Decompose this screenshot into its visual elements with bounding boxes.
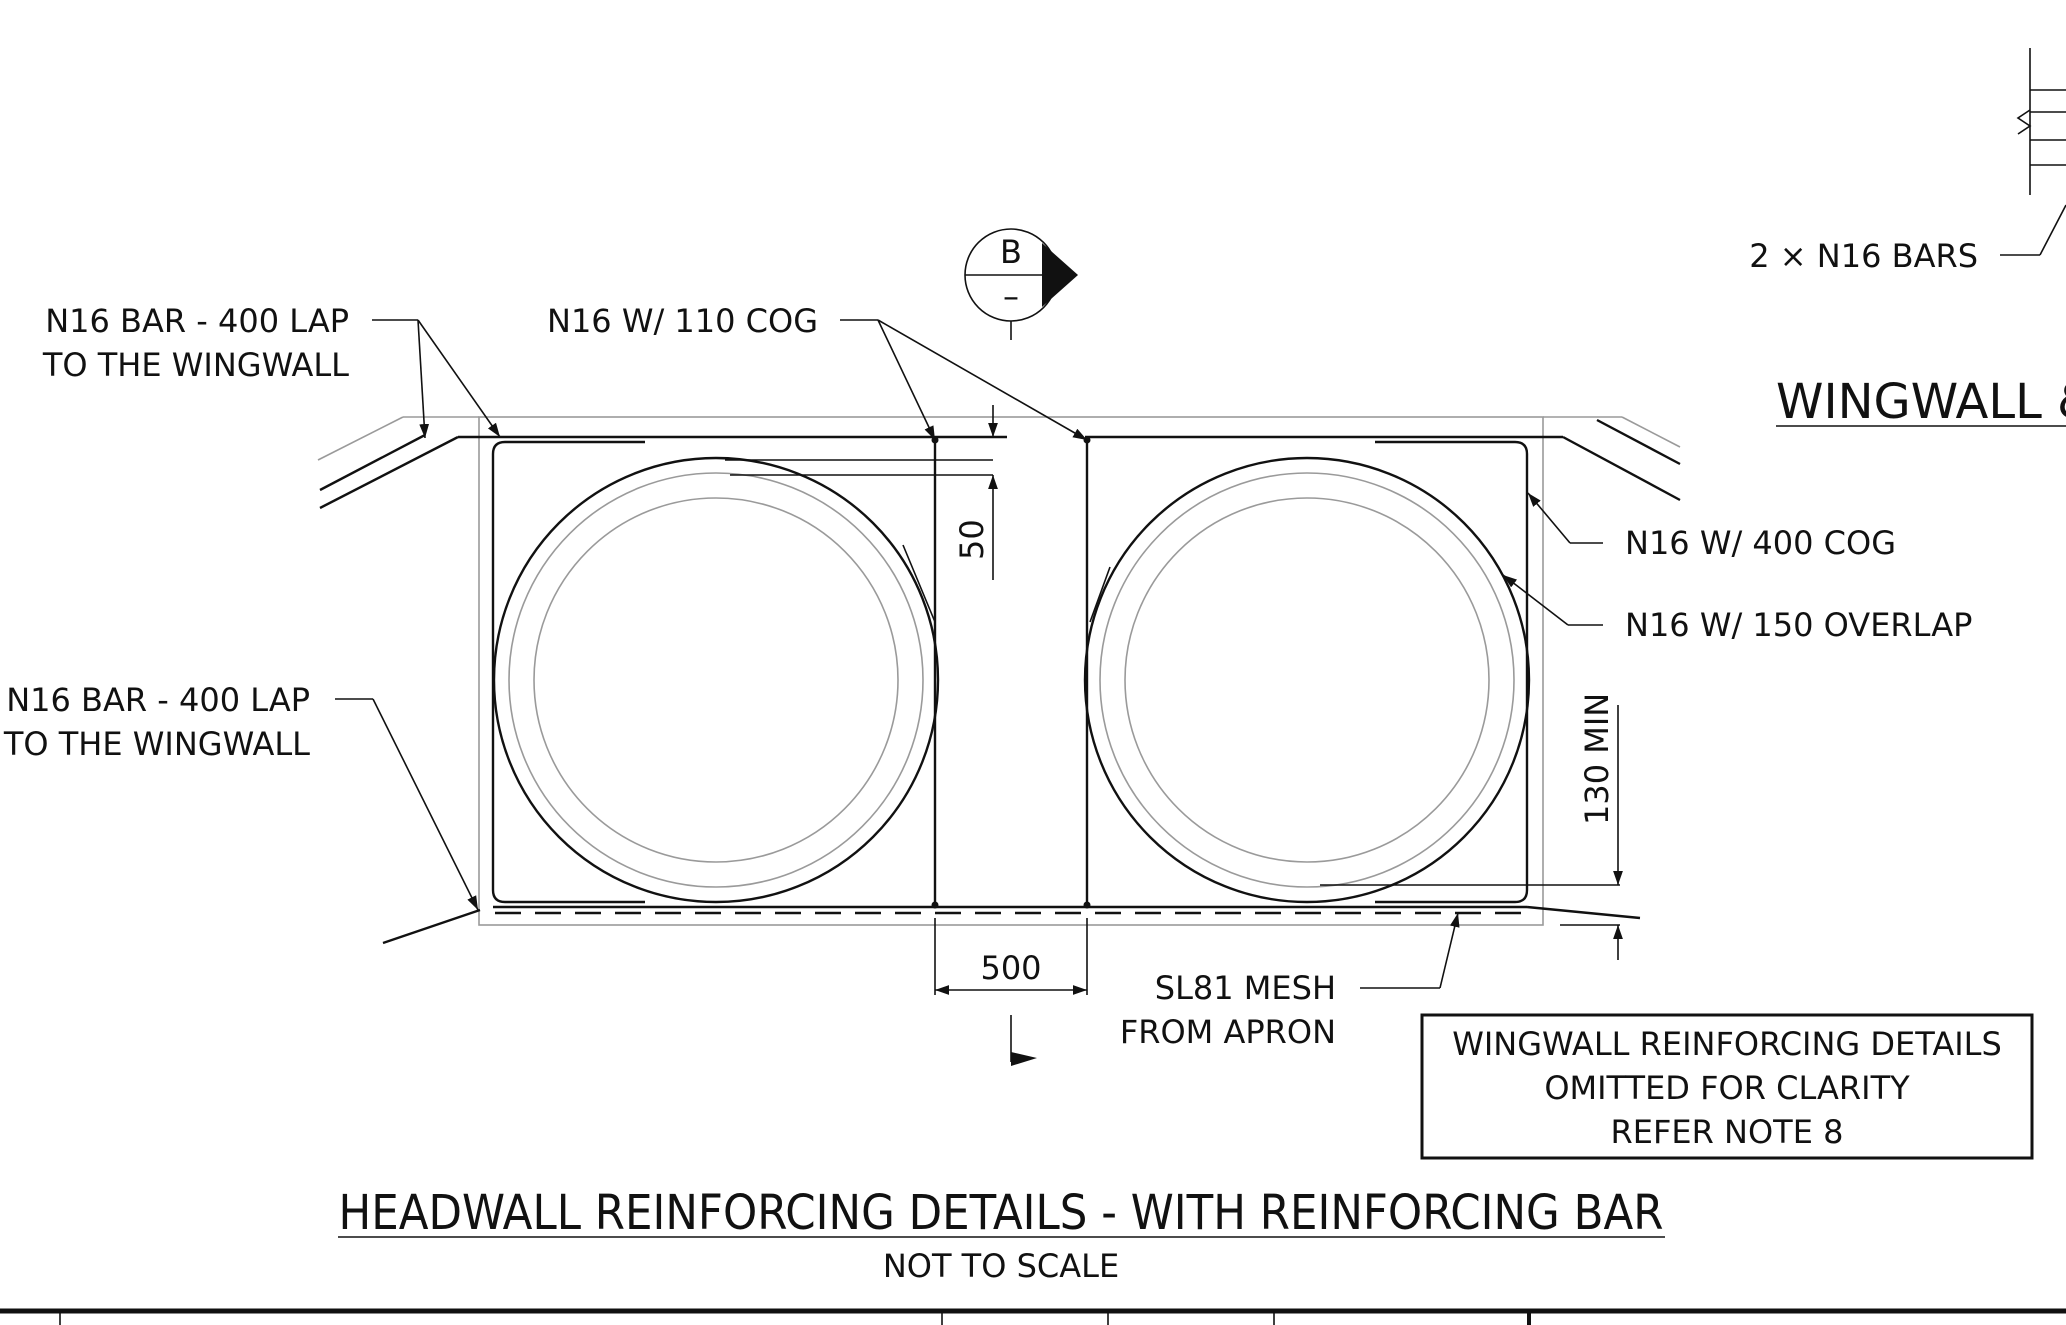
- label-sl81-mesh-line1: SL81 MESH: [1155, 969, 1336, 1007]
- dimension-50: 50: [725, 405, 998, 580]
- pipe-right: [1083, 456, 1531, 904]
- dimension-50-text: 50: [953, 519, 991, 560]
- wingwall-left-lines: [319, 433, 1007, 945]
- dimension-500: 500: [934, 918, 1088, 995]
- note-box-line1: WINGWALL REINFORCING DETAILS: [1452, 1025, 2002, 1063]
- label-n16-bar-lap-bottom-line2: TO THE WINGWALL: [3, 725, 310, 763]
- partial-title-right-text: WINGWALL &: [1776, 374, 2066, 430]
- label-n16-bar-lap-top-line2: TO THE WINGWALL: [42, 346, 349, 384]
- section-marker-sheet: –: [1003, 277, 1019, 315]
- partial-title-right: WINGWALL &: [1776, 374, 2066, 430]
- note-box-line3: REFER NOTE 8: [1611, 1113, 1844, 1151]
- drawing-title: HEADWALL REINFORCING DETAILS - WITH REIN…: [338, 1185, 1665, 1285]
- label-n16-bar-lap-top: N16 BAR - 400 LAP TO THE WINGWALL: [42, 302, 501, 439]
- label-n16-bar-lap-bottom: N16 BAR - 400 LAP TO THE WINGWALL: [3, 681, 479, 911]
- section-cut-arrow-bottom: [1010, 1015, 1037, 1066]
- concrete-outline: [317, 416, 1681, 926]
- section-marker-b: B –: [964, 228, 1078, 340]
- dimension-500-text: 500: [980, 949, 1041, 987]
- dimension-130-min: 130 MIN: [1320, 693, 1623, 960]
- pipe-left: [492, 456, 940, 904]
- note-box-line2: OMITTED FOR CLARITY: [1544, 1069, 1910, 1107]
- label-n16-bar-lap-top-line1: N16 BAR - 400 LAP: [45, 302, 349, 340]
- dimension-130-min-text: 130 MIN: [1578, 693, 1616, 825]
- label-n16-150-overlap-text: N16 W/ 150 OVERLAP: [1625, 606, 1972, 644]
- note-box: WINGWALL REINFORCING DETAILS OMITTED FOR…: [1420, 1013, 2034, 1160]
- label-n16-bar-lap-bottom-line1: N16 BAR - 400 LAP: [6, 681, 310, 719]
- label-n16-110-cog-text: N16 W/ 110 COG: [547, 302, 818, 340]
- label-2x-n16-bars: 2 × N16 BARS: [1749, 204, 2066, 275]
- section-marker-letter: B: [1000, 233, 1022, 271]
- drawing-title-text: HEADWALL REINFORCING DETAILS - WITH REIN…: [339, 1185, 1664, 1241]
- label-n16-400-cog-text: N16 W/ 400 COG: [1625, 524, 1896, 562]
- label-n16-150-overlap: N16 W/ 150 OVERLAP: [1502, 574, 1972, 644]
- label-2x-n16-bars-text: 2 × N16 BARS: [1749, 237, 1978, 275]
- drawing-scale-text: NOT TO SCALE: [883, 1247, 1119, 1285]
- label-sl81-mesh-line2: FROM APRON: [1120, 1013, 1336, 1051]
- partial-wingwall-detail: [2016, 48, 2066, 195]
- title-block-border: [0, 1308, 2066, 1325]
- headwall-reinforcement: [491, 436, 1529, 915]
- wingwall-right-lines: [1085, 418, 1681, 920]
- label-n16-400-cog: N16 W/ 400 COG: [1527, 492, 1896, 562]
- label-n16-110-cog: N16 W/ 110 COG: [547, 302, 1088, 441]
- label-sl81-mesh: SL81 MESH FROM APRON: [1120, 912, 1460, 1051]
